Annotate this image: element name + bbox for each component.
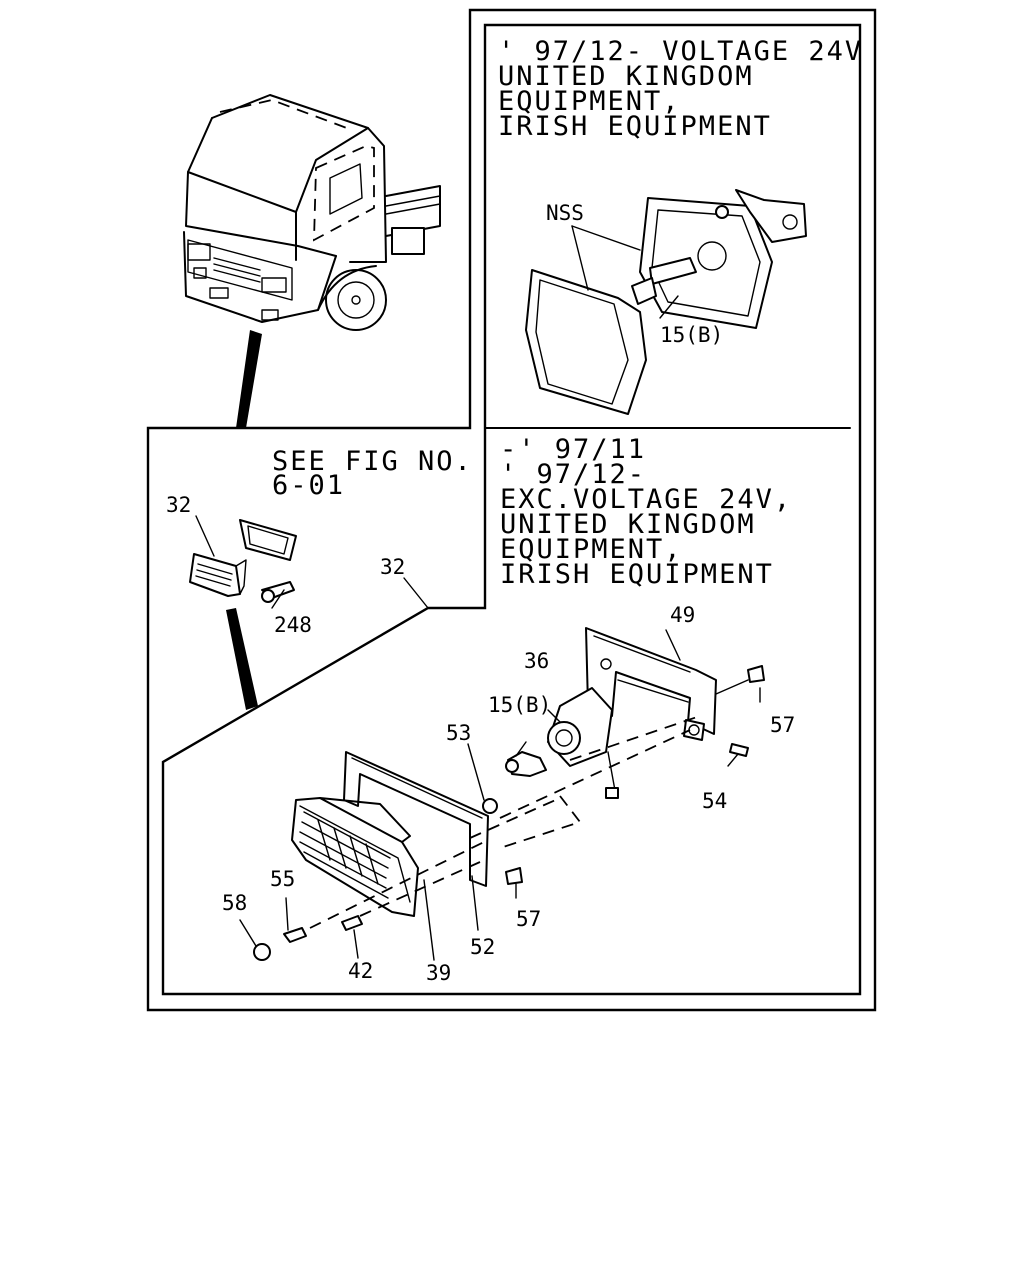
nss-fog-lamp-assembly bbox=[525, 189, 807, 415]
truck-illustration bbox=[183, 94, 441, 428]
callout-53: 53 bbox=[446, 721, 471, 745]
note-bottom-right-line5: EQUIPMENT, bbox=[500, 534, 683, 565]
callout-49: 49 bbox=[670, 603, 695, 627]
callout-39: 39 bbox=[426, 961, 451, 985]
callout-57-lower: 57 bbox=[516, 907, 541, 931]
side-marker-lamp bbox=[189, 519, 297, 710]
callout-58: 58 bbox=[222, 891, 247, 915]
callout-nss: NSS bbox=[546, 201, 584, 225]
callout-15b: 15(B) bbox=[488, 693, 551, 717]
note-see-fig-line2: 6-01 bbox=[272, 470, 345, 501]
fog-lamp-exploded-assembly bbox=[253, 627, 765, 961]
note-top-right-line1: ' 97/12- VOLTAGE 24V bbox=[498, 36, 863, 67]
note-top-right-line4: IRISH EQUIPMENT bbox=[498, 111, 772, 142]
callout-36: 36 bbox=[524, 649, 549, 673]
callout-57-right: 57 bbox=[770, 713, 795, 737]
note-bottom-right-line6: IRISH EQUIPMENT bbox=[500, 559, 774, 590]
callout-32-left: 32 bbox=[166, 493, 191, 517]
note-see-fig-line1: SEE FIG NO. bbox=[272, 446, 473, 477]
note-bottom-right-line4: UNITED KINGDOM bbox=[500, 509, 756, 540]
note-bottom-right-line1: -' 97/11 bbox=[500, 434, 646, 465]
callout-32-right: 32 bbox=[380, 555, 405, 579]
outer-frame bbox=[146, 8, 877, 1012]
note-bottom-right-line3: EXC.VOLTAGE 24V, bbox=[500, 484, 792, 515]
callout-52: 52 bbox=[470, 935, 495, 959]
callout-54: 54 bbox=[702, 789, 727, 813]
note-top-right-line2: UNITED KINGDOM bbox=[498, 61, 754, 92]
note-top-right-line3: EQUIPMENT, bbox=[498, 86, 681, 117]
callout-15b-top: 15(B) bbox=[660, 323, 723, 347]
callout-248: 248 bbox=[274, 613, 312, 637]
callout-42: 42 bbox=[348, 959, 373, 983]
note-bottom-right-line2: ' 97/12- bbox=[500, 459, 646, 490]
callout-55: 55 bbox=[270, 867, 295, 891]
inner-frame bbox=[161, 23, 862, 996]
